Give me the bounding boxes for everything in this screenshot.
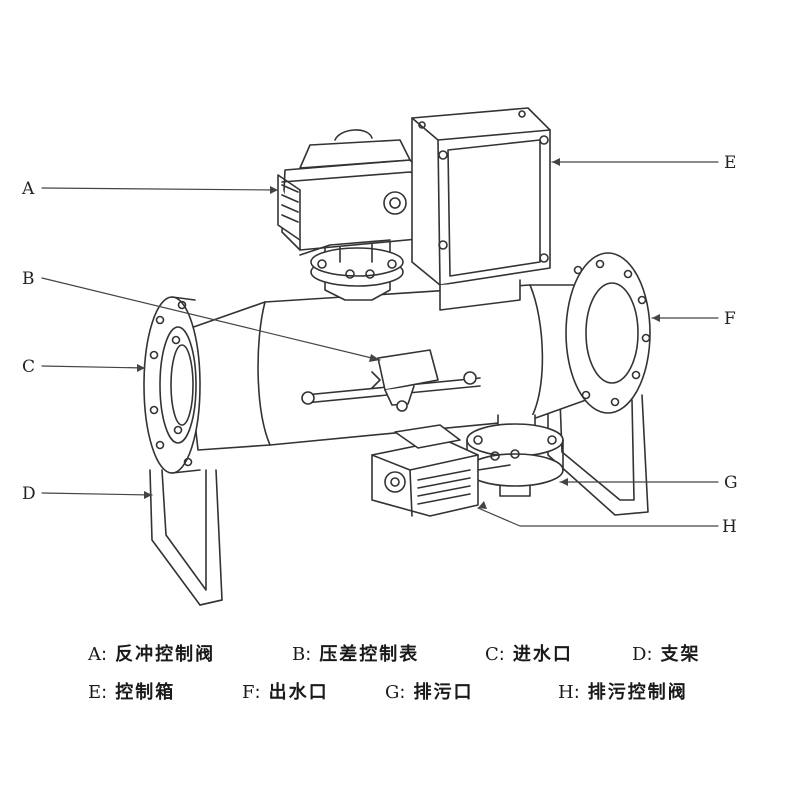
diff-pressure-gauge (301, 349, 481, 412)
legend-label: 进水口 (512, 644, 573, 665)
legend-separator: : (101, 682, 108, 703)
legend-label: 支架 (660, 644, 701, 665)
legend-item-d: D: 支架 (632, 640, 701, 666)
legend-item-f: F: 出水口 (242, 678, 329, 704)
leader-d (41, 492, 153, 496)
legend-key: H (558, 682, 574, 703)
legend-row-1: A: 反冲控制阀 B: 压差控制表 C: 进水口 D: 支架 (0, 640, 800, 670)
legend-separator: : (498, 644, 505, 665)
legend-item-a: A: 反冲控制阀 (88, 640, 215, 666)
legend: A:反冲控制阀 B:压差控制表 C:进水口 D:支架 E:控制箱 F:出水口 G… (0, 630, 800, 720)
drain-outlet (466, 414, 564, 497)
legend-item-h: H: 排污控制阀 (558, 678, 688, 704)
legend-label: 反冲控制阀 (115, 644, 216, 665)
leader-c (41, 365, 146, 369)
legend-key: G (385, 682, 400, 703)
outlet-flange (565, 252, 651, 414)
legend-item-b: B: 压差控制表 (292, 640, 419, 666)
legend-key: A (88, 644, 101, 665)
callout-f: F (724, 309, 736, 329)
leader-a (41, 187, 279, 191)
backflush-valve (277, 129, 429, 301)
legend-separator: : (101, 644, 108, 665)
legend-item-g: G: 排污口 (385, 678, 473, 704)
legend-separator: : (573, 682, 580, 703)
legend-separator: : (646, 644, 653, 665)
left-support (149, 469, 223, 606)
legend-key: D (632, 644, 647, 665)
legend-key: C (485, 644, 499, 665)
legend-label: 出水口 (268, 682, 329, 703)
leader-arrowheads (137, 158, 660, 509)
leader-h (477, 507, 719, 527)
callout-d: D (22, 484, 36, 504)
inlet-flange (143, 296, 201, 474)
callout-g: G (724, 473, 738, 493)
legend-key: E (88, 682, 102, 703)
callout-h: H (722, 517, 737, 537)
legend-row-2: E: 控制箱 F: 出水口 G: 排污口 H: 排污控制阀 (0, 678, 800, 708)
legend-separator: : (305, 644, 312, 665)
callout-e: E (724, 153, 736, 173)
legend-separator: : (254, 682, 261, 703)
callout-b: B (22, 269, 35, 289)
control-box (411, 107, 551, 311)
legend-label: 压差控制表 (319, 644, 420, 665)
leader-lines (41, 161, 719, 527)
drain-control-valve (371, 424, 511, 517)
legend-separator: : (399, 682, 406, 703)
legend-key: B (292, 644, 306, 665)
callout-c: C (22, 357, 35, 377)
leader-b (41, 277, 381, 361)
legend-label: 排污口 (413, 682, 474, 703)
legend-item-c: C: 进水口 (485, 640, 573, 666)
legend-label: 控制箱 (115, 682, 176, 703)
legend-label: 排污控制阀 (587, 682, 688, 703)
legend-item-e: E: 控制箱 (88, 678, 175, 704)
legend-key: F (242, 682, 255, 703)
callout-a: A (21, 179, 35, 199)
